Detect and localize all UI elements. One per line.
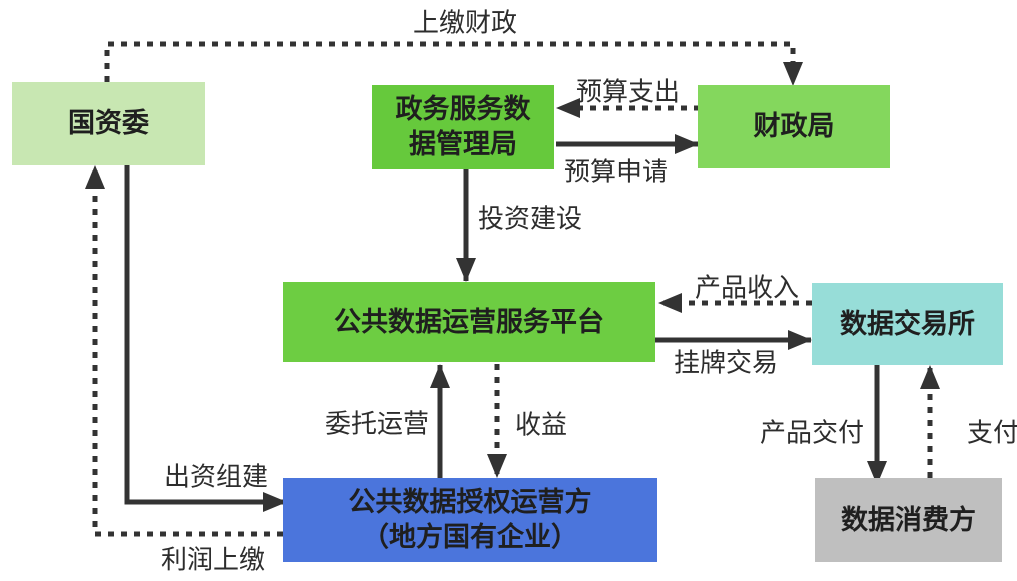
edge-label-guapai-jiaoyi: 挂牌交易 xyxy=(673,347,779,378)
edge-label-shouyi: 收益 xyxy=(514,409,568,440)
node-shuju-jiaoyisuo: 数据交易所 xyxy=(812,283,1003,365)
edge-label-yusuan-zhichu: 预算支出 xyxy=(575,76,681,107)
edge-label-chanpin-jiaofu: 产品交付 xyxy=(759,417,865,448)
arrow-shangjiao-caizheng xyxy=(104,41,803,86)
arrow-lirun-shangjiao xyxy=(85,165,283,537)
edge-label-chanpin-shouru: 产品收入 xyxy=(694,272,800,303)
edge-label-zhifu: 支付 xyxy=(966,417,1017,448)
edge-label-shangjiao-caizheng: 上缴财政 xyxy=(412,7,518,38)
edge-label-touzi-jianshe: 投资建设 xyxy=(477,203,583,234)
node-guoziwei: 国资委 xyxy=(12,82,205,165)
edge-label-chuzi-zujian: 出资组建 xyxy=(163,461,269,492)
node-shuju-xiaofeifang: 数据消费方 xyxy=(815,478,1002,562)
node-shouquan-yunyingfang: 公共数据授权运营方 （地方国有企业） xyxy=(283,478,657,562)
edge-label-lirun-shangjiao: 利润上缴 xyxy=(160,544,266,575)
arrow-chuzi-zujian xyxy=(124,165,287,512)
node-caizhengju: 财政局 xyxy=(698,85,890,168)
edge-label-weituo-yunying: 委托运营 xyxy=(324,408,430,439)
node-gonggong-shuju-pingtai: 公共数据运营服务平台 xyxy=(283,282,655,362)
node-zhengwu-shuju-guanliju: 政务服务数 据管理局 xyxy=(372,85,554,169)
edge-label-yusuan-shenqing: 预算申请 xyxy=(563,156,669,187)
